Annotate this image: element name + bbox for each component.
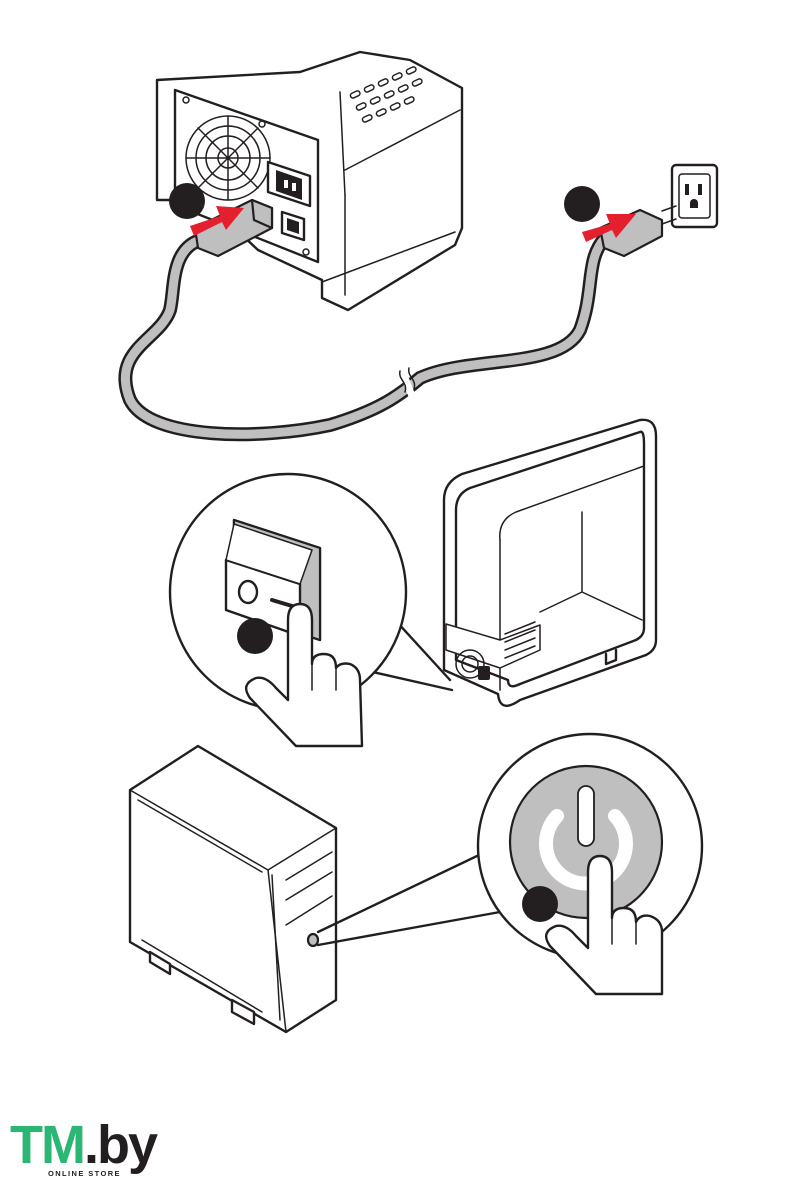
- logo-tagline: ONLINE STORE: [48, 1169, 121, 1178]
- wall-plug: [600, 206, 676, 256]
- step-3-marker: [237, 618, 273, 654]
- wall-outlet: [672, 165, 717, 227]
- open-pc-case: [444, 420, 656, 706]
- step-4-marker: [522, 886, 558, 922]
- step-2-marker: [564, 186, 600, 222]
- zoom-line: [318, 845, 500, 932]
- tmby-logo: TM.by ONLINE STORE: [10, 1118, 160, 1182]
- logo-brand-suffix: .by: [84, 1115, 156, 1175]
- step-1-marker: [169, 183, 205, 219]
- zoom-line: [318, 912, 500, 945]
- power-button-small: [308, 934, 318, 946]
- tower-pc-case: [130, 746, 336, 1032]
- logo-brand: TM.by: [10, 1118, 156, 1172]
- psu-illustration: [157, 52, 462, 310]
- logo-brand-main: TM: [10, 1115, 84, 1175]
